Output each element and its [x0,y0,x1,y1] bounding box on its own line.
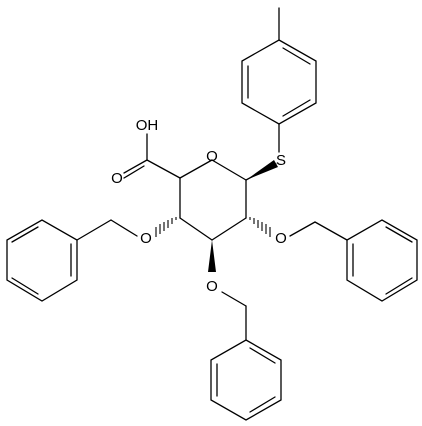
phenyl-double-bond [385,277,413,295]
wedge-bond-c1-sulfur [246,160,278,180]
wedge-bond-c3-oxygen [208,240,216,272]
tolyl-ring-double-bond [282,47,311,65]
o-ch2-bond [221,291,247,307]
tolyl-ring [241,39,317,125]
ring-oxygen-label: O [206,148,218,165]
phenyl-double-bond [249,396,276,413]
ch2-phenyl-bond [314,221,348,241]
atom-labels: OH O O S O O O [111,117,287,295]
phenyl-ring [210,339,282,421]
benzyl-group-c2 [289,219,418,302]
ring-bond-c3-c2 [211,217,247,241]
phenyl-ring [346,219,418,302]
phenyl-double-bond [249,347,276,364]
carboxylic-acid [123,133,181,179]
o-ch2-bond [110,219,138,237]
phenyl-double-bond [385,226,413,243]
phenyl-ring [6,219,78,302]
c4-ether-oxygen-label: O [140,230,152,247]
acid-oh-label: OH [136,117,159,134]
benzyl-group-c4 [6,219,138,302]
ring-bond-o5-c5 [179,159,213,179]
carboxyl-double-bond [123,159,148,174]
carboxyl-double-bond [123,165,145,179]
hashed-bond-c4-oxygen [155,217,177,237]
thio-sulfur-label: S [276,152,286,169]
hashed-bond-c2-oxygen [249,217,271,237]
ch2-phenyl-bond [76,219,112,241]
c3-ether-oxygen-label: O [206,278,218,295]
acid-carbonyl-oxygen-label: O [111,170,123,187]
c5-carboxyl-bond [146,159,181,179]
tolyl-ring-double-bond [282,99,311,117]
pyranose-ring [179,159,247,241]
c2-ether-oxygen-label: O [275,230,287,247]
phenyl-double-bond [11,277,39,295]
ring-bond-c4-c3 [179,217,213,241]
o-ch2-bond [289,221,316,237]
tolyl-group [241,7,317,125]
benzyl-group-c3 [210,291,282,421]
phenyl-double-bond [11,226,39,243]
ring-bond-c1-o5 [211,159,247,181]
